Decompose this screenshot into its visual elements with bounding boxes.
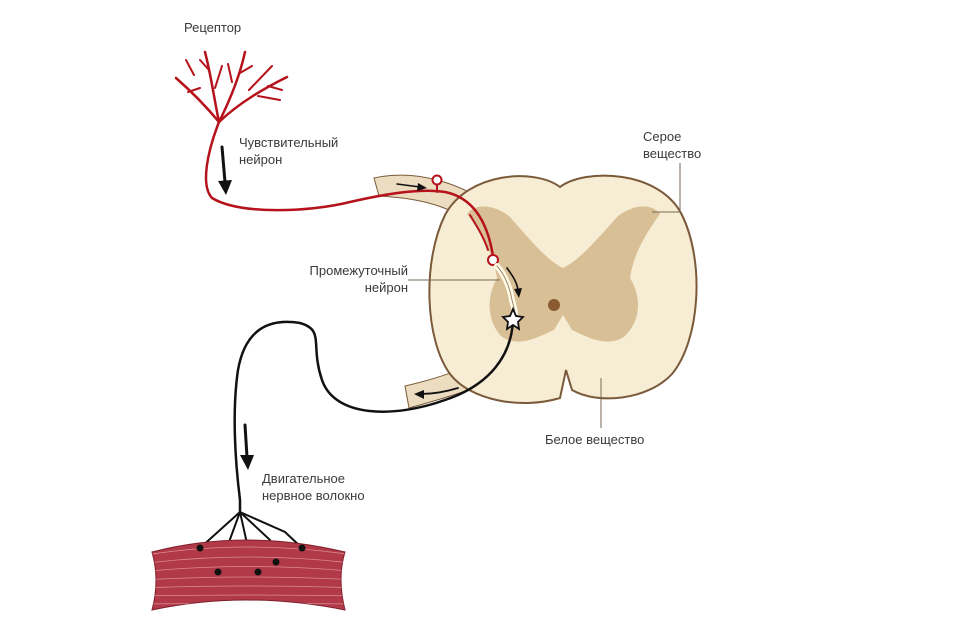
gray-matter-label: Серое вещество [643,128,701,162]
gray-matter-label-line2: вещество [643,146,702,161]
dorsal-root-ganglion-cell [431,174,443,186]
sensory-neuron [174,50,499,266]
muscle [151,539,346,611]
leader-lines [408,163,681,428]
white-matter-label: Белое вещество [545,432,645,447]
motor-axon [233,317,515,514]
motor-fiber-label: Двигательное нервное волокно [262,470,365,504]
gray-matter-leader [652,163,681,213]
motor-neuron [199,306,525,573]
receptor-label: Рецептор [184,20,242,35]
motor-neuron-star [501,306,525,331]
motor-fiber-label-line1: Двигательное [262,471,345,486]
motor-fiber-label-line2: нервное волокно [262,488,365,503]
sensory-axon [204,120,495,258]
central-canal [548,299,560,311]
interneuron-label-line2: нейрон [364,280,408,295]
signal-direction-arrow [218,145,522,470]
interneuron-label-line1: Промежуточный [309,263,408,278]
gray-matter-label-line1: Серое [643,129,682,144]
sensory-neuron-label-line2: нейрон [239,152,283,167]
sensory-neuron-label: Чувствительный нейрон [239,134,338,168]
synapse-knob [487,254,499,266]
sensory-neuron-label-line1: Чувствительный [239,135,339,150]
interneuron-label: Промежуточный нейрон [310,262,408,296]
